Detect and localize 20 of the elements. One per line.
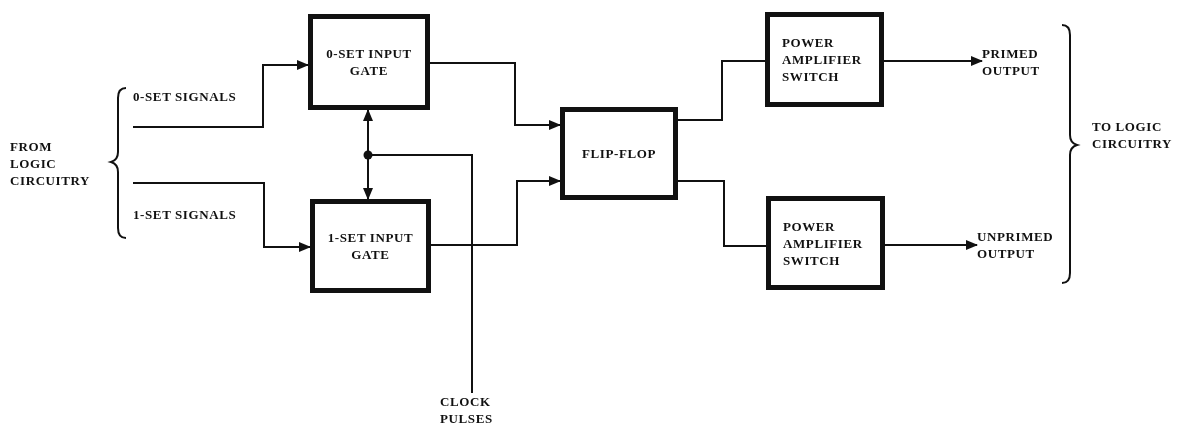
arrow: [884, 240, 978, 250]
arrow: [132, 182, 311, 252]
block-box: FLIP-FLOP: [560, 107, 678, 200]
signal-label: CLOCK PULSES: [440, 393, 510, 427]
block-box: 1-SET INPUT GATE: [310, 199, 431, 293]
signal-label: 0-SET SIGNALS: [133, 88, 245, 127]
block-box: 0-SET INPUT GATE: [308, 14, 430, 110]
connector-line: [677, 180, 767, 247]
connector-line: [677, 60, 766, 121]
arrow: [132, 60, 309, 128]
side-label: FROM LOGIC CIRCUITRY: [10, 138, 92, 189]
signal-label: PRIMED OUTPUT: [982, 45, 1070, 79]
signal-label: UNPRIMED OUTPUT: [977, 228, 1073, 262]
arrow: [430, 176, 561, 246]
side-label: TO LOGIC CIRCUITRY: [1092, 118, 1174, 152]
signal-label: 1-SET SIGNALS: [133, 183, 245, 223]
block-box: POWER AMPLIFIER SWITCH: [766, 196, 885, 290]
arrow: [429, 62, 561, 130]
arrow: [883, 56, 983, 66]
block-box: POWER AMPLIFIER SWITCH: [765, 12, 884, 107]
